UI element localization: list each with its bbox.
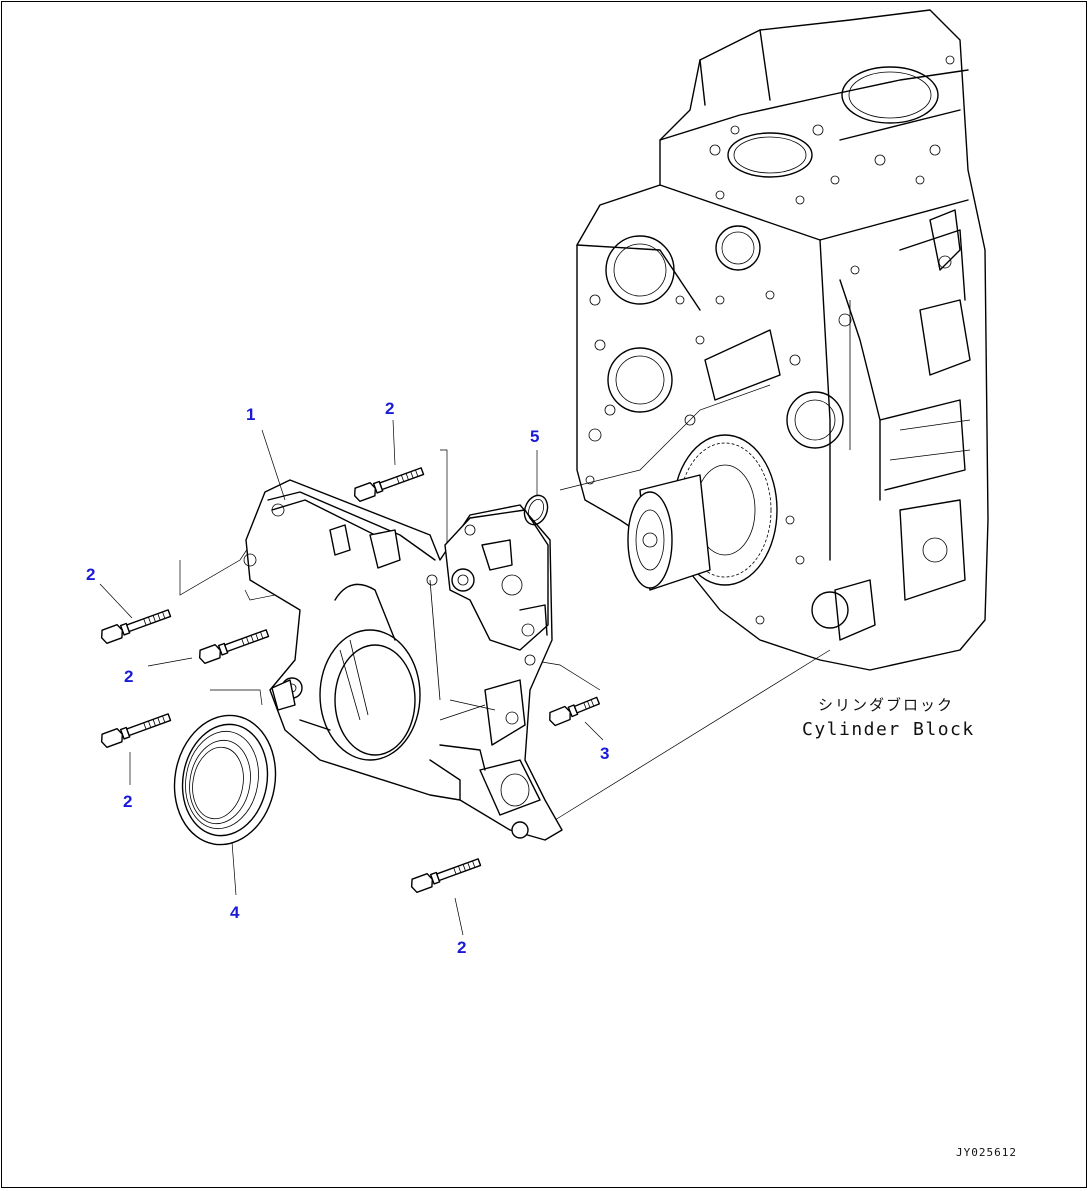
cylinder-block-illustration [576,9,989,671]
callout-leaders [99,419,604,936]
callout-2-left-middle: 2 [124,667,133,686]
callout-2-bottom: 2 [457,938,466,957]
front-cover-illustration [243,479,563,841]
cylinder-block-label-jp: シリンダブロック [818,696,954,714]
oil-seal-illustration [173,714,277,846]
bolt-illustrations [100,467,601,894]
bolt-left-middle [198,629,270,665]
callout-1: 1 [246,405,255,424]
alignment-lines [179,384,831,821]
callout-2-left-upper: 2 [86,565,95,584]
callout-2-left-lower: 2 [123,792,132,811]
bolt-top [353,467,425,503]
callout-5: 5 [530,427,539,446]
callout-4: 4 [230,903,240,922]
bolt-bottom [410,858,482,894]
cylinder-block-caption: シリンダブロック Cylinder Block [802,696,975,740]
o-ring-illustration [523,494,549,526]
callout-numbers: 1 2 5 2 2 2 3 4 2 [86,399,609,957]
bolt-left-lower [100,713,172,749]
callout-3: 3 [600,744,609,763]
drawing-number: JY025612 [956,1146,1017,1159]
cylinder-block-label-en: Cylinder Block [802,719,975,740]
callout-2-top: 2 [385,399,394,418]
bolt-left-upper [100,609,172,645]
bolt-short-part3 [549,696,601,727]
